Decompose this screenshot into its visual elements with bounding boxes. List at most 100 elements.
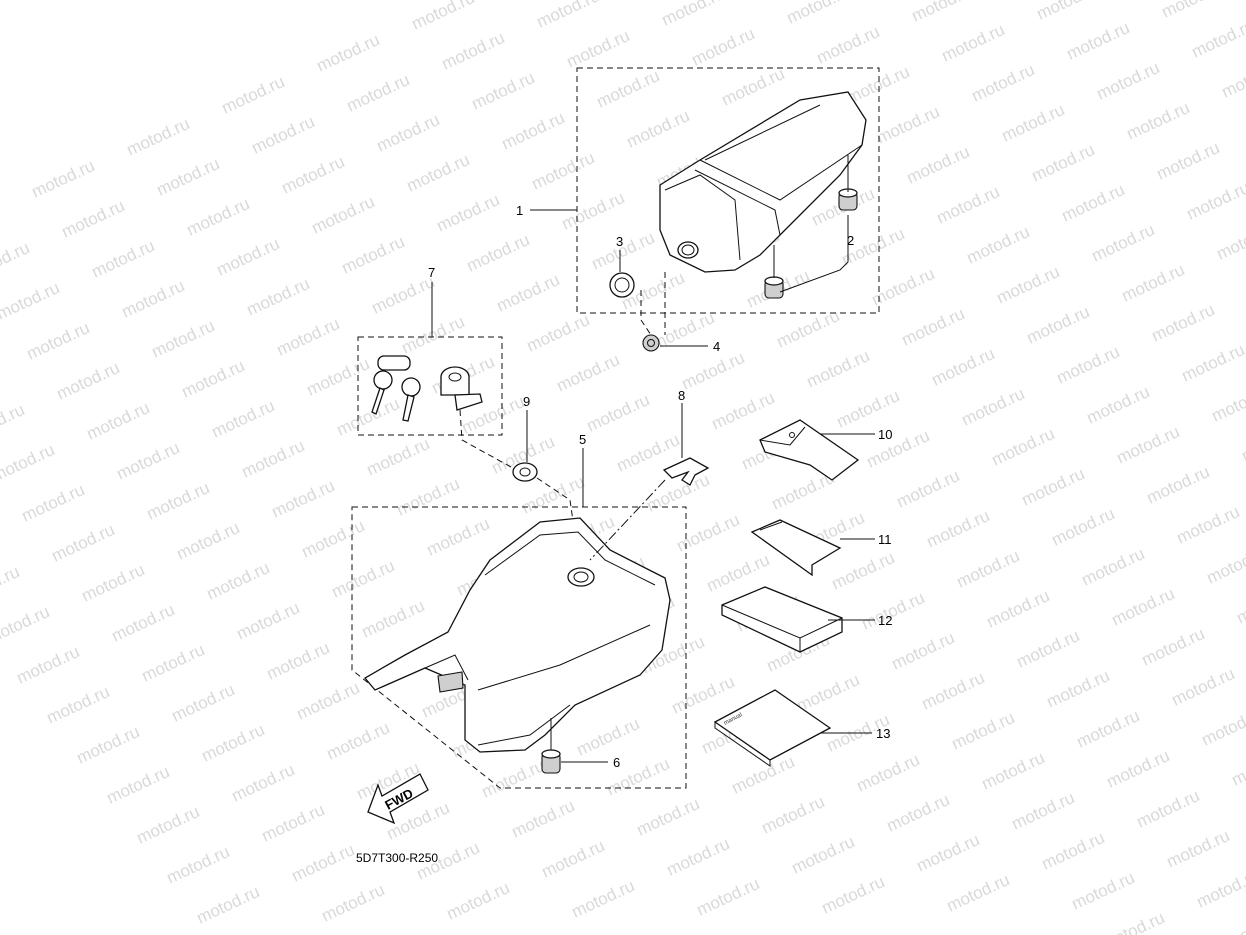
- watermark-text: motod.ru: [249, 112, 318, 158]
- watermark-text: motod.ru: [894, 466, 963, 512]
- watermark-text: motod.ru: [269, 476, 338, 522]
- watermark-text: motod.ru: [439, 28, 508, 74]
- watermark-text: motod.ru: [0, 602, 52, 648]
- watermark-text: motod.ru: [0, 400, 27, 446]
- main-seat-damper: [541, 749, 561, 774]
- callout-8: 8: [678, 388, 685, 403]
- watermark-text: motod.ru: [1014, 626, 1083, 672]
- watermark-text: motod.ru: [134, 802, 203, 848]
- watermark-text: motod.ru: [114, 438, 183, 484]
- watermark-text: motod.ru: [1069, 868, 1138, 914]
- callout-12: 12: [878, 613, 892, 628]
- watermark-text: motod.ru: [919, 668, 988, 714]
- watermark-text: motod.ru: [1029, 140, 1098, 186]
- watermark-text: motod.ru: [524, 310, 593, 356]
- nut-part: [642, 334, 660, 352]
- watermark-text: motod.ru: [179, 356, 248, 402]
- watermark-text: motod.ru: [679, 348, 748, 394]
- watermark-text: motod.ru: [964, 222, 1033, 268]
- watermark-text: motod.ru: [574, 714, 643, 760]
- watermark-text: motod.ru: [889, 628, 958, 674]
- watermark-text: motod.ru: [19, 480, 88, 526]
- watermark-text: motod.ru: [834, 386, 903, 432]
- watermark-text: motod.ru: [954, 546, 1023, 592]
- keys: [371, 355, 421, 422]
- watermark-text: motod.ru: [789, 832, 858, 878]
- watermark-text: motod.ru: [1044, 666, 1113, 712]
- owners-manual: manual: [713, 689, 832, 767]
- watermark-text: motod.ru: [934, 182, 1003, 228]
- watermark-text: motod.ru: [1009, 788, 1078, 834]
- callout-11: 11: [878, 532, 892, 547]
- watermark-text: motod.ru: [74, 722, 143, 768]
- watermark-text: motod.ru: [794, 670, 863, 716]
- watermark-text: motod.ru: [1144, 462, 1213, 508]
- watermark-text: motod.ru: [329, 556, 398, 602]
- rear-seat: [659, 91, 867, 273]
- watermark-text: motod.ru: [649, 308, 718, 354]
- watermark-text: motod.ru: [464, 230, 533, 276]
- watermark-text: motod.ru: [829, 548, 898, 594]
- watermark-text: motod.ru: [814, 22, 883, 68]
- watermark-text: motod.ru: [1159, 0, 1228, 22]
- watermark-text: motod.ru: [334, 394, 403, 440]
- callout-6: 6: [613, 755, 620, 770]
- watermark-text: motod.ru: [124, 114, 193, 160]
- watermark-text: motod.ru: [584, 390, 653, 436]
- watermark-text: motod.ru: [0, 562, 22, 608]
- watermark-text: motod.ru: [399, 312, 468, 358]
- watermark-text: motod.ru: [219, 72, 288, 118]
- watermark-text: motod.ru: [1054, 342, 1123, 388]
- watermark-text: motod.ru: [29, 156, 98, 202]
- watermark-text: motod.ru: [24, 318, 93, 364]
- watermark-text: motod.ru: [44, 682, 113, 728]
- watermark-text: motod.ru: [994, 262, 1063, 308]
- callout-7: 7: [428, 265, 435, 280]
- watermark-text: motod.ru: [1094, 58, 1163, 104]
- watermark-text: motod.ru: [664, 834, 733, 880]
- watermark-text: motod.ru: [244, 274, 313, 320]
- watermark-text: motod.ru: [1139, 624, 1208, 670]
- watermark-text: motod.ru: [959, 384, 1028, 430]
- watermark-text: motod.ru: [694, 874, 763, 920]
- watermark-text: motod.ru: [1049, 504, 1118, 550]
- watermark-text: motod.ru: [1114, 422, 1183, 468]
- watermark-text: motod.ru: [1154, 138, 1223, 184]
- watermark-text: motod.ru: [0, 198, 2, 244]
- watermark-text: motod.ru: [569, 876, 638, 922]
- watermark-text: motod.ru: [944, 870, 1013, 916]
- watermark-text: motod.ru: [914, 830, 983, 876]
- watermark-text: motod.ru: [864, 426, 933, 472]
- watermark-text: motod.ru: [54, 358, 123, 404]
- watermark-text: motod.ru: [499, 108, 568, 154]
- watermark-text: motod.ru: [1164, 826, 1233, 872]
- watermark-text: motod.ru: [1124, 98, 1193, 144]
- watermark-text: motod.ru: [674, 510, 743, 556]
- watermark-text: motod.ru: [239, 436, 308, 482]
- watermark-text: motod.ru: [1034, 0, 1103, 24]
- callout-4: 4: [713, 339, 720, 354]
- watermark-text: motod.ru: [1109, 584, 1178, 630]
- watermark-text: motod.ru: [1019, 464, 1088, 510]
- watermark-text: motod.ru: [444, 878, 513, 924]
- watermark-text: motod.ru: [1104, 746, 1173, 792]
- watermark-text: motod.ru: [204, 558, 273, 604]
- watermark-text: motod.ru: [104, 762, 173, 808]
- watermark-text: motod.ru: [84, 398, 153, 444]
- watermark-text: motod.ru: [949, 708, 1018, 754]
- watermark-text: motod.ru: [1189, 16, 1246, 62]
- watermark-text: motod.ru: [0, 238, 32, 284]
- watermark-text: motod.ru: [1074, 706, 1143, 752]
- watermark-text: motod.ru: [1079, 544, 1148, 590]
- watermark-text: motod.ru: [209, 396, 278, 442]
- watermark-text: motod.ru: [634, 794, 703, 840]
- watermark-text: motod.ru: [309, 192, 378, 238]
- watermark-text: motod.ru: [1214, 218, 1246, 264]
- seat-lock-bracket: [662, 457, 710, 486]
- watermark-text: motod.ru: [759, 792, 828, 838]
- watermark-text: motod.ru: [229, 760, 298, 806]
- watermark-text: motod.ru: [119, 276, 188, 322]
- key-set-group-box: [357, 336, 503, 436]
- watermark-text: motod.ru: [1179, 340, 1246, 386]
